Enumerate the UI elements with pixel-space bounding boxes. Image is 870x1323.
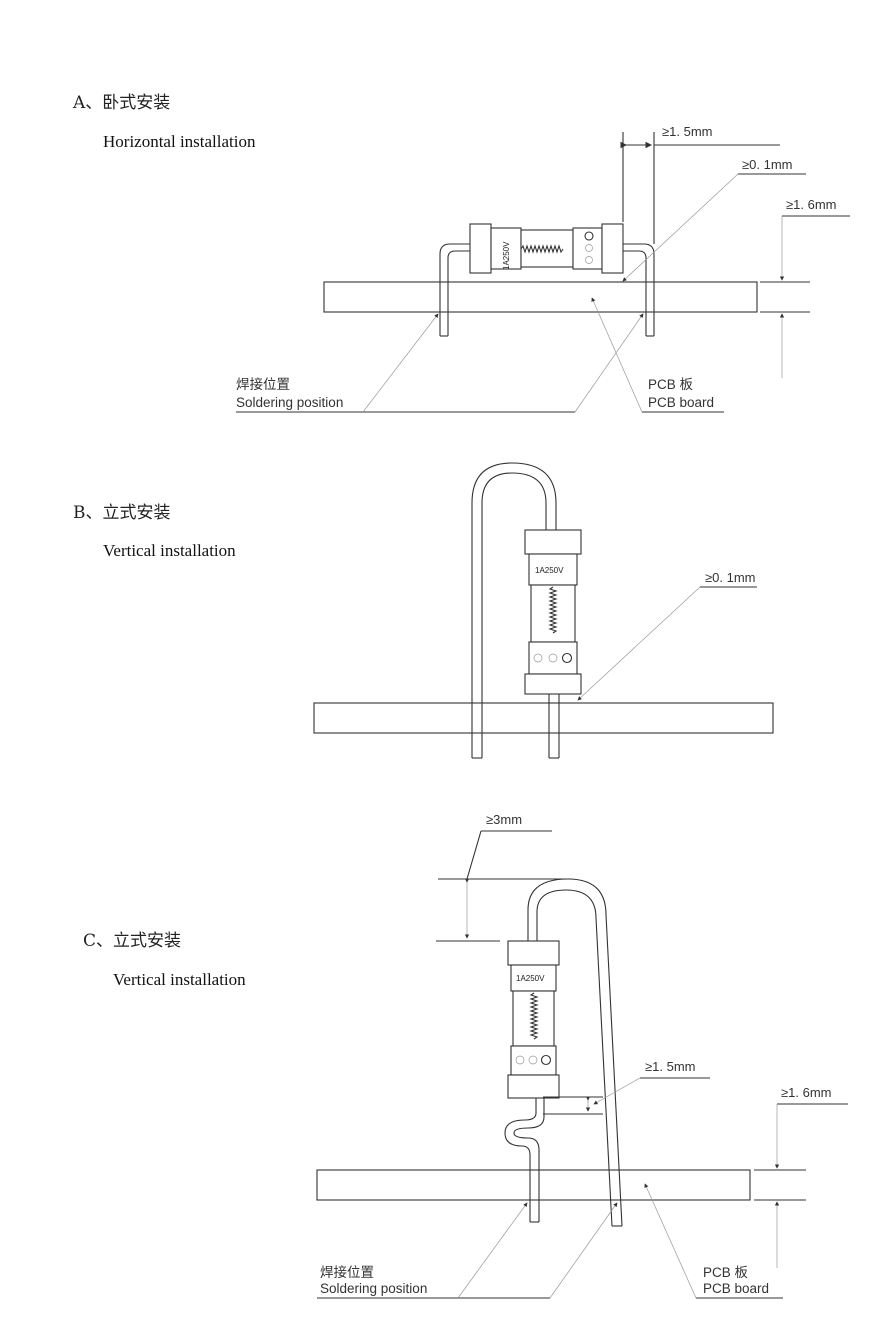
cert-mark-icon <box>548 653 558 663</box>
cert-mark-icon <box>585 244 593 252</box>
fuse-spring-c <box>529 992 539 1040</box>
dim-gap-b: ≥0. 1mm <box>705 570 755 585</box>
soldering-label-cn-a: 焊接位置 <box>236 376 290 392</box>
section-b-title-cn: B、立式安装 <box>73 503 171 523</box>
fuse-rating-c: 1A250V <box>516 974 545 983</box>
soldering-label-en-c: Soldering position <box>320 1281 427 1296</box>
cert-mark-icon <box>540 1054 552 1066</box>
section-c-title-cn: C、立式安装 <box>83 931 181 951</box>
pcb-label-en-c: PCB board <box>703 1281 769 1296</box>
section-a-title-en: Horizontal installation <box>103 132 256 151</box>
pcb-label-en-a: PCB board <box>648 395 714 410</box>
end-cap-top <box>524 529 582 555</box>
cert-mark-icon <box>533 653 543 663</box>
end-cap-bottom <box>524 673 582 695</box>
cert-mark-icon <box>561 652 573 664</box>
fuse-spring-b <box>548 586 558 634</box>
lead-left-a <box>439 243 472 336</box>
lead-right-a <box>623 243 655 336</box>
section-b: B、立式安装 Vertical installation 1A250V ≥0. <box>73 462 774 759</box>
lead-u-b <box>471 462 557 758</box>
end-cap-top <box>507 940 560 966</box>
cert-mark-icon <box>515 1055 525 1065</box>
lead-kink-c <box>504 1098 537 1222</box>
fuse-rating-a: 1A250V <box>502 241 511 270</box>
section-a: A、卧式安装 Horizontal installation 1A250V <box>72 93 850 413</box>
end-cap-right <box>601 223 624 274</box>
fuse-spring-a <box>520 244 564 254</box>
fuse-rating-b: 1A250V <box>535 566 564 575</box>
cert-mark-icon <box>584 231 594 241</box>
section-c: C、立式安装 Vertical installation ≥3mm 1A250V <box>83 812 848 1299</box>
dim-gap-a: ≥0. 1mm <box>742 157 792 172</box>
end-cap-bottom <box>507 1074 560 1099</box>
lead-loop-c <box>527 878 623 1227</box>
cert-mark-icon <box>528 1055 538 1065</box>
fuse-b: 1A250V <box>524 529 582 695</box>
dim-lead-bend-a: ≥1. 5mm <box>662 124 712 139</box>
dim-loop-height-c: ≥3mm <box>486 812 522 827</box>
dim-pcb-thickness-a: ≥1. 6mm <box>786 197 836 212</box>
pcb-board-b <box>313 702 774 734</box>
pcb-label-cn-c: PCB 板 <box>703 1265 749 1280</box>
section-b-title-en: Vertical installation <box>103 541 236 560</box>
pcb-board-a <box>323 281 758 313</box>
section-a-title-cn: A、卧式安装 <box>72 93 170 113</box>
end-cap-left <box>469 223 492 274</box>
pcb-label-cn-a: PCB 板 <box>648 377 694 392</box>
soldering-label-cn-c: 焊接位置 <box>320 1264 374 1280</box>
soldering-label-en-a: Soldering position <box>236 395 343 410</box>
dim-kink-offset-c: ≥1. 5mm <box>645 1059 695 1074</box>
pcb-board-c <box>316 1169 751 1201</box>
cert-mark-icon <box>585 256 593 264</box>
fuse-c: 1A250V <box>507 940 560 1099</box>
dim-pcb-thickness-c: ≥1. 6mm <box>781 1085 831 1100</box>
section-c-title-en: Vertical installation <box>113 970 246 989</box>
fuse-a: 1A250V <box>469 223 624 274</box>
